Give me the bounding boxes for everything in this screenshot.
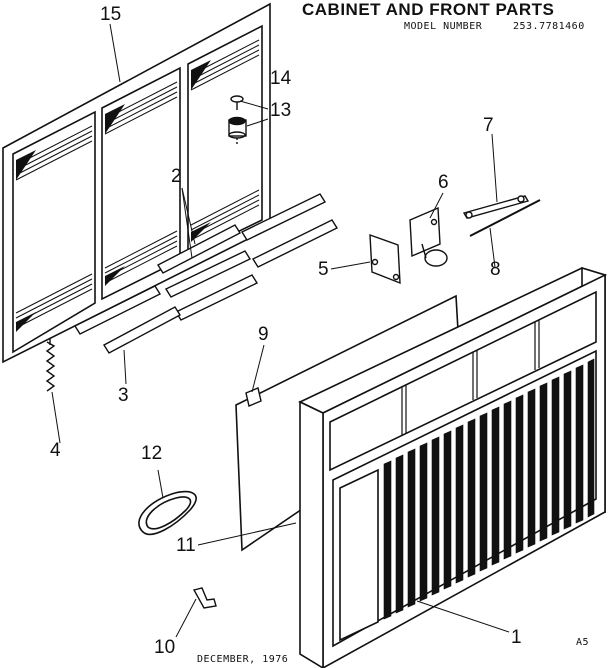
spring-clip-part [45, 338, 56, 392]
vertical-louver-set [73, 193, 339, 335]
handle-loop-part [138, 490, 197, 535]
callout-11: 11 [176, 535, 196, 556]
footer-page-code: A5 [576, 637, 590, 648]
callout-7: 7 [483, 115, 494, 136]
callout-14: 14 [270, 68, 292, 89]
callout-4: 4 [50, 440, 61, 461]
callout-9: 9 [258, 324, 269, 345]
leader-lines [51, 23, 510, 638]
callout-15: 15 [100, 4, 122, 25]
callout-6: 6 [438, 172, 449, 193]
callout-5: 5 [318, 259, 329, 280]
cabinet-grille-bars [383, 358, 595, 620]
callout-10: 10 [154, 637, 176, 658]
model-number-value: 253.7781460 [513, 21, 585, 32]
cabinet-window-dividers [401, 320, 540, 435]
front-grille-panel [2, 2, 271, 364]
callout-13: 13 [270, 100, 292, 121]
callout-2: 2 [171, 166, 182, 187]
callout-8: 8 [490, 259, 501, 280]
louver-strip-lower [103, 306, 181, 354]
footer-date: DECEMBER, 1976 [197, 654, 289, 665]
model-number-label: MODEL NUMBER [404, 21, 483, 32]
retaining-rod-part [469, 199, 541, 237]
control-knob-part [228, 116, 247, 146]
small-clip-part [192, 587, 217, 609]
bracket-right-part [409, 206, 448, 267]
filter-clip-part [245, 387, 262, 407]
callout-3: 3 [118, 385, 129, 406]
top-rail-part [462, 195, 530, 219]
diagram-title: CABINET AND FRONT PARTS [302, 0, 555, 19]
bracket-left-part [369, 233, 401, 285]
callout-1: 1 [511, 627, 522, 648]
knob-insert-part [230, 95, 244, 110]
callout-12: 12 [141, 443, 163, 464]
louver-shadow-marks [16, 60, 211, 332]
